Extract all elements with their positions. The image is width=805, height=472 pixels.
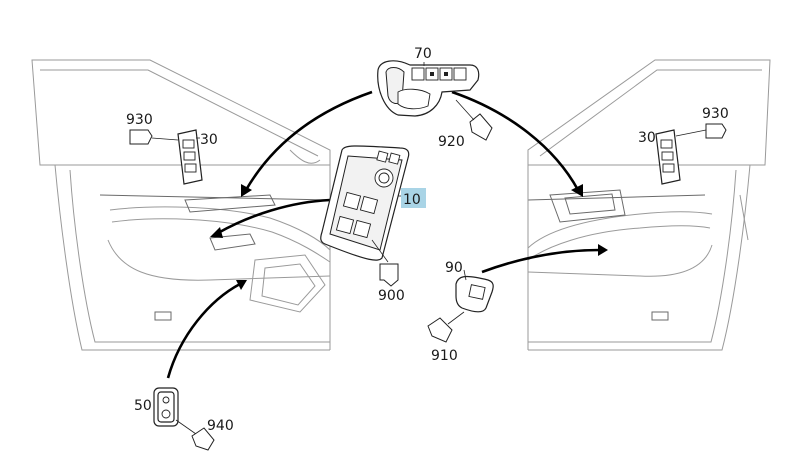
connector-940 [191, 427, 215, 451]
left-door [31, 59, 331, 351]
connector-920 [455, 99, 493, 141]
label-30-right: 30 [638, 130, 656, 146]
arrows [166, 90, 608, 379]
connector-910 [427, 317, 453, 343]
label-50: 50 [134, 398, 152, 414]
part-10-highlight [401, 188, 426, 208]
label-930-left: 930 [126, 112, 153, 128]
right-door [527, 59, 771, 351]
window-switch-10 [320, 145, 410, 263]
connector-930-left [129, 129, 153, 145]
label-10: 10 [403, 192, 421, 208]
label-930-right: 930 [702, 106, 729, 122]
label-910: 910 [431, 348, 458, 364]
label-900: 900 [378, 288, 405, 304]
label-70: 70 [414, 46, 432, 62]
switch-90 [447, 269, 494, 325]
connector-930-right [705, 123, 727, 139]
switch-50 [153, 387, 197, 435]
label-940: 940 [207, 418, 234, 434]
connector-900 [379, 263, 399, 287]
seat-adjust-switch-70 [377, 60, 480, 117]
label-920: 920 [438, 134, 465, 150]
switch-30-right [655, 129, 707, 185]
switch-30-left [151, 129, 203, 185]
label-90: 90 [445, 260, 463, 276]
label-30-left: 30 [200, 132, 218, 148]
